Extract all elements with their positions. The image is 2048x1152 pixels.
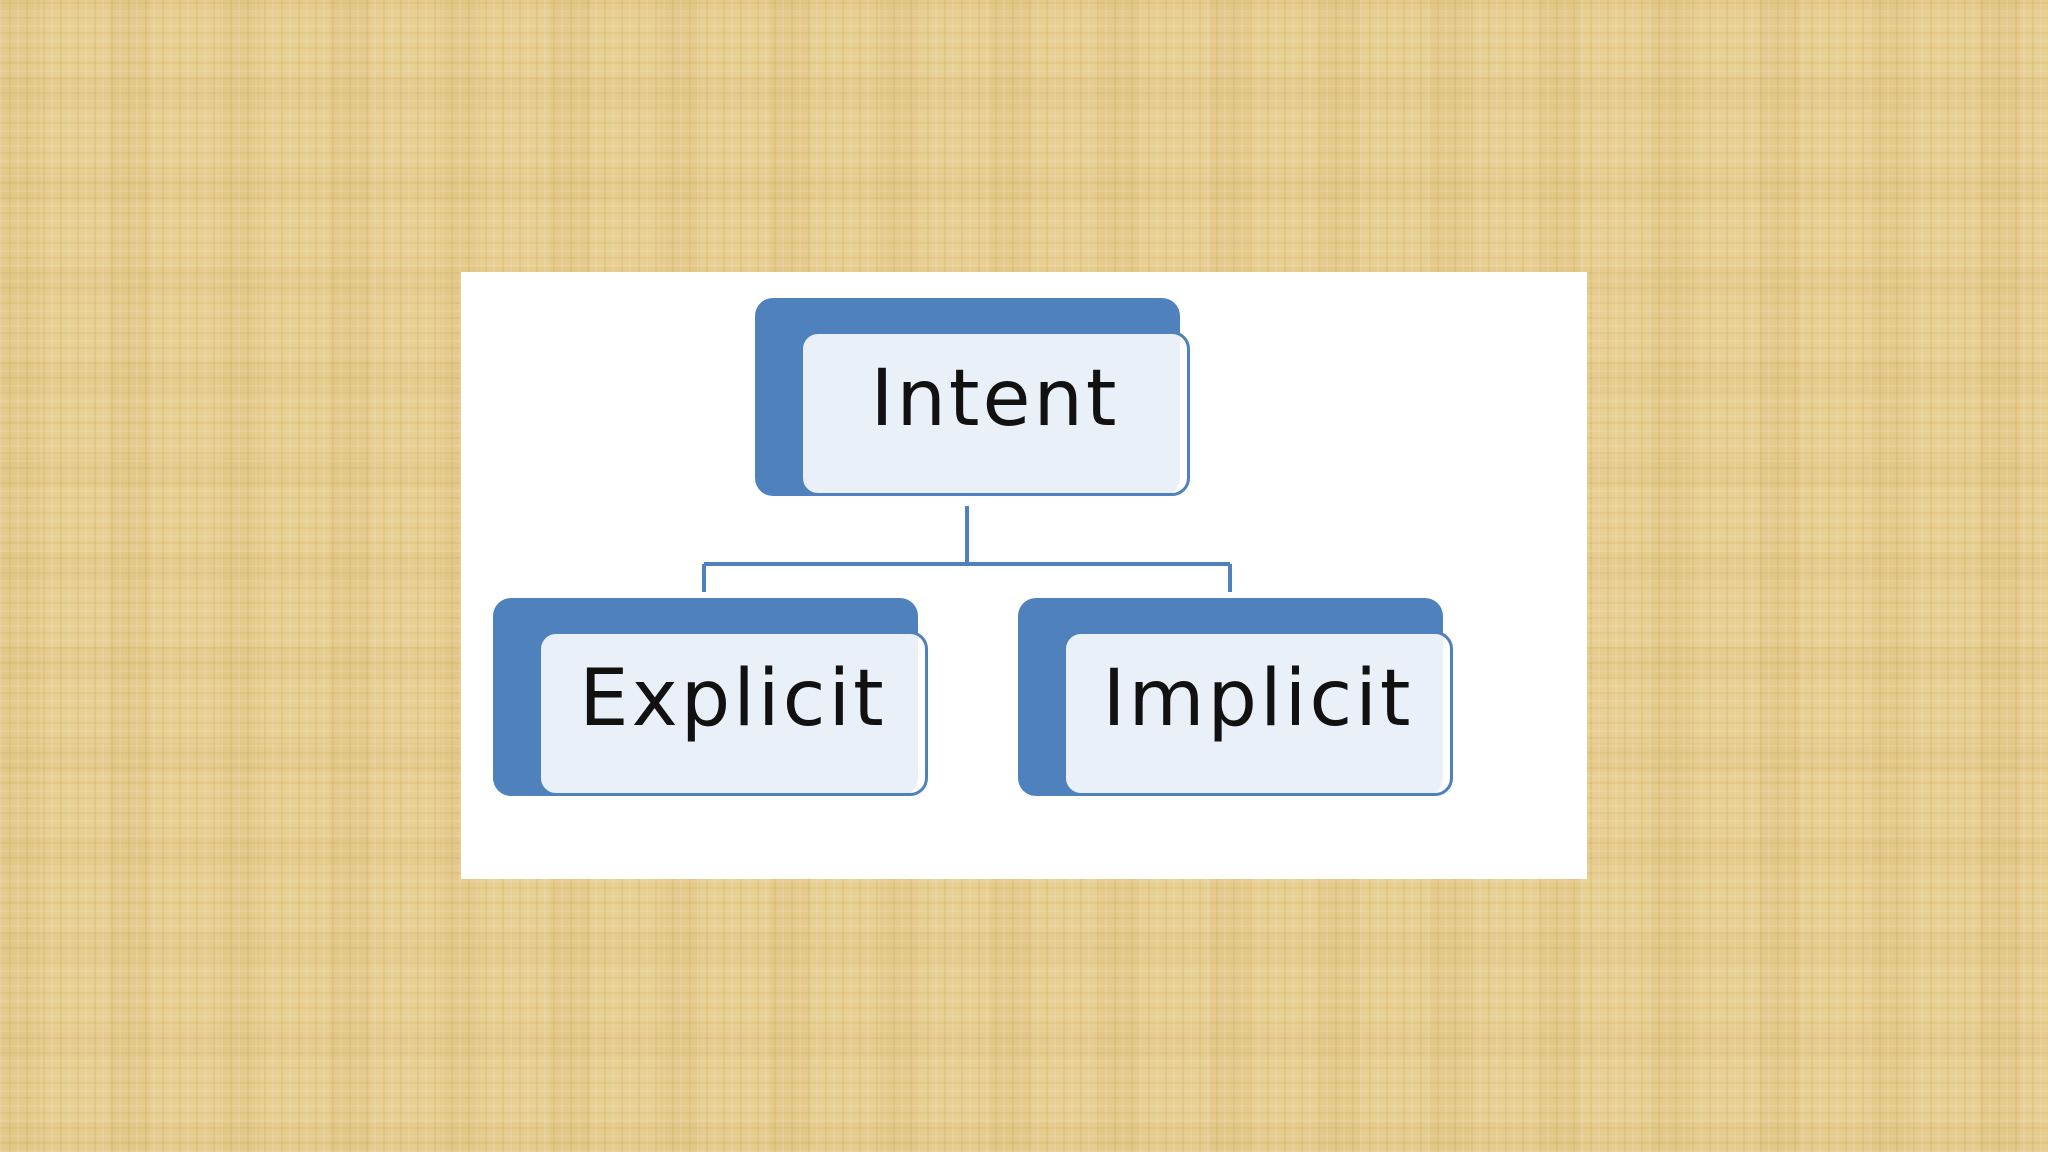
node-explicit-box: Explicit [538,631,928,796]
diagram-panel: Intent Explicit Implicit [461,272,1587,879]
node-explicit-label: Explicit [579,653,887,744]
node-implicit: Implicit [1018,598,1453,801]
node-intent-label: Intent [870,353,1120,444]
hierarchy-connector [702,506,1232,592]
node-intent: Intent [755,298,1190,501]
node-implicit-box: Implicit [1063,631,1453,796]
node-intent-box: Intent [800,331,1190,496]
node-implicit-label: Implicit [1102,653,1414,744]
node-explicit: Explicit [493,598,928,801]
